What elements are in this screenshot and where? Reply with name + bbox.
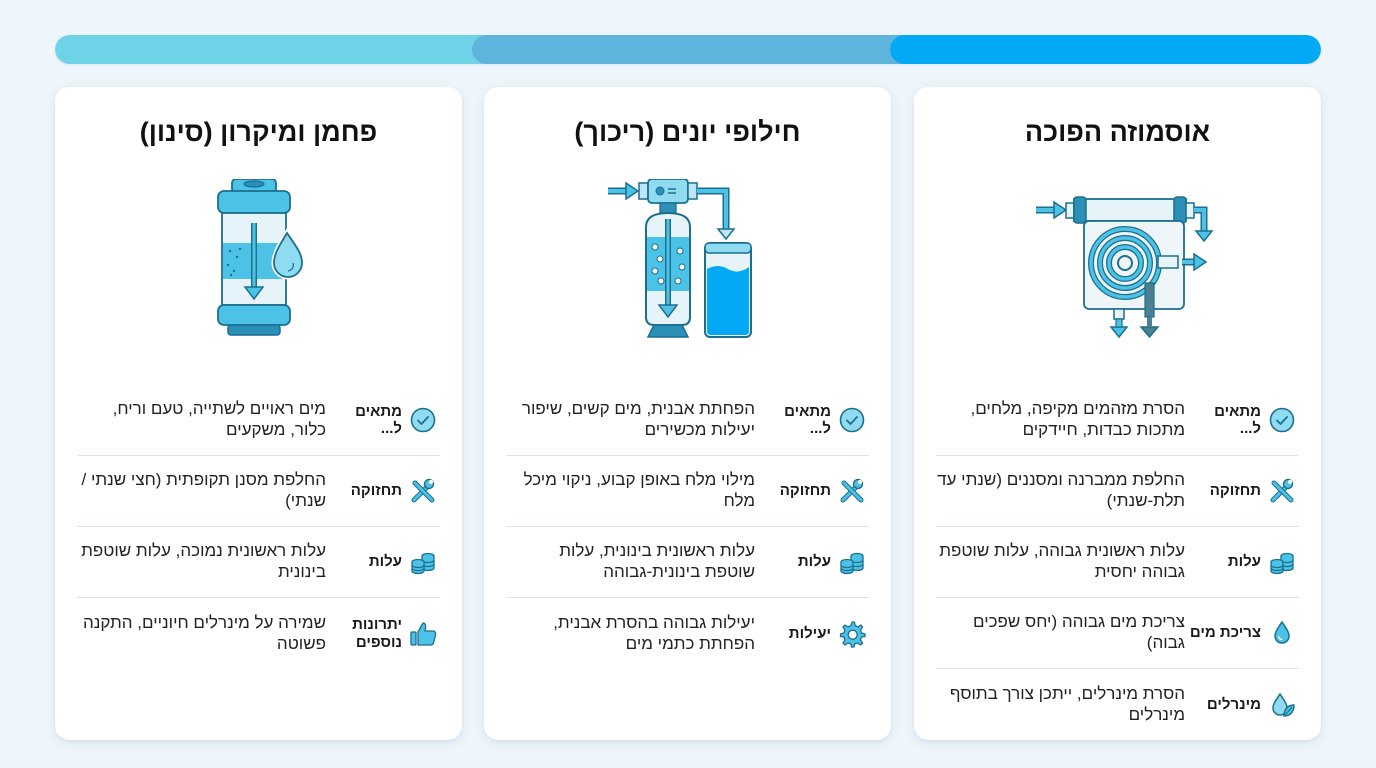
row-label: עלות	[368, 553, 402, 571]
check-circle-icon	[408, 405, 438, 435]
card-title: חילופי יונים (ריכוך)	[574, 117, 801, 147]
filter-cartridge-illustration	[204, 178, 314, 344]
check-circle-icon	[1267, 405, 1297, 435]
row-text: הסרת מינרלים, ייתכן צורך בתוסף מינרלים	[949, 683, 1185, 724]
row-suitable-for: מתאים ל... הסרת מזהמים מקיפה, מלחים, מתכ…	[936, 385, 1299, 456]
reverse-osmosis-illustration	[1018, 179, 1218, 354]
attribute-list: מתאים ל... מים ראויים לשתייה, טעם וריח, …	[77, 385, 440, 669]
water-softener-illustration	[598, 178, 778, 354]
card-title: אוסמוזה הפוכה	[1024, 117, 1211, 147]
progress-segment-ion-exchange	[472, 35, 904, 64]
row-cost: עלות עלות ראשונית גבוהה, עלות שוטפת גבוה…	[936, 527, 1299, 598]
row-text: יעילות גבוהה בהסרת אבנית, הפחתת כתמי מים	[553, 612, 755, 653]
row-label: יעילות	[788, 624, 831, 642]
tools-icon	[1267, 476, 1297, 506]
row-text: מילוי מלח באופן קבוע, ניקוי מיכל מלח	[523, 470, 755, 510]
card-carbon-micron: פחמן ומיקרון (סינון) מתאים ל... מים ראוי…	[55, 87, 462, 740]
drop-leaf-icon	[1267, 690, 1297, 720]
row-cost: עלות עלות ראשונית בינונית, עלות שוטפת בי…	[506, 527, 869, 598]
row-text: הסרת מזהמים מקיפה, מלחים, מתכות כבדות, ח…	[970, 399, 1185, 439]
tools-icon	[837, 476, 867, 506]
row-label: מינרלים	[1206, 695, 1261, 713]
coins-icon	[408, 547, 438, 577]
row-text: עלות ראשונית בינונית, עלות שוטפת בינונית…	[559, 541, 755, 581]
row-label: מתאים ל...	[355, 402, 402, 437]
row-text: עלות ראשונית נמוכה, עלות שוטפת בינונית	[81, 541, 326, 581]
row-text: מים ראויים לשתייה, טעם וריח, כלור, משקעי…	[112, 399, 326, 439]
attribute-list: מתאים ל... הפחתת אבנית, מים קשים, שיפור …	[506, 385, 869, 669]
row-maintenance: תחזוקה החלפת מסנן תקופתית (חצי שנתי / שנ…	[77, 456, 440, 527]
row-text: הפחתת אבנית, מים קשים, שיפור יעילות מכשי…	[521, 399, 755, 439]
attribute-list: מתאים ל... הסרת מזהמים מקיפה, מלחים, מתכ…	[936, 385, 1299, 740]
row-advantages: יתרונות נוספים שמירה על מינרלים חיוניים,…	[77, 598, 440, 669]
thumbs-up-icon	[408, 619, 438, 649]
row-label: יתרונות נוספים	[352, 616, 402, 651]
row-label: מתאים ל...	[784, 402, 831, 437]
row-water-usage: צריכת מים צריכת מים גבוהה (יחס שפכים גבו…	[936, 598, 1299, 669]
coins-icon	[837, 547, 867, 577]
row-label: תחזוקה	[779, 482, 831, 500]
row-label: צריכת מים	[1189, 624, 1261, 642]
row-minerals: מינרלים הסרת מינרלים, ייתכן צורך בתוסף מ…	[936, 669, 1299, 740]
gear-icon	[837, 619, 867, 649]
row-cost: עלות עלות ראשונית נמוכה, עלות שוטפת בינו…	[77, 527, 440, 598]
row-label: תחזוקה	[1209, 482, 1261, 500]
row-maintenance: תחזוקה החלפת ממברנה ומסננים (שנתי עד תלת…	[936, 456, 1299, 527]
row-text: שמירה על מינרלים חיוניים, התקנה פשוטה	[82, 612, 326, 653]
row-label: תחזוקה	[350, 482, 402, 500]
coins-icon	[1267, 547, 1297, 577]
row-label: מתאים ל...	[1214, 402, 1261, 437]
row-text: עלות ראשונית גבוהה, עלות שוטפת גבוהה יחס…	[939, 541, 1185, 581]
row-text: החלפת מסנן תקופתית (חצי שנתי / שנתי)	[81, 470, 326, 510]
row-efficiency: יעילות יעילות גבוהה בהסרת אבנית, הפחתת כ…	[506, 598, 869, 669]
progress-segment-filtration	[55, 35, 487, 64]
row-suitable-for: מתאים ל... מים ראויים לשתייה, טעם וריח, …	[77, 385, 440, 456]
row-text: החלפת ממברנה ומסננים (שנתי עד תלת-שנתי)	[937, 470, 1185, 510]
row-maintenance: תחזוקה מילוי מלח באופן קבוע, ניקוי מיכל …	[506, 456, 869, 527]
water-drop-icon	[1267, 618, 1297, 648]
row-label: עלות	[1227, 553, 1261, 571]
row-suitable-for: מתאים ל... הפחתת אבנית, מים קשים, שיפור …	[506, 385, 869, 456]
card-title: פחמן ומיקרון (סינון)	[139, 117, 378, 147]
progress-segment-reverse-osmosis	[889, 35, 1321, 64]
card-ion-exchange: חילופי יונים (ריכוך)	[484, 87, 891, 740]
row-text: צריכת מים גבוהה (יחס שפכים גבוה)	[973, 612, 1185, 652]
check-circle-icon	[837, 405, 867, 435]
progress-bar	[55, 35, 1321, 64]
row-label: עלות	[797, 553, 831, 571]
card-reverse-osmosis: אוסמוזה הפוכה	[914, 87, 1321, 740]
tools-icon	[408, 476, 438, 506]
